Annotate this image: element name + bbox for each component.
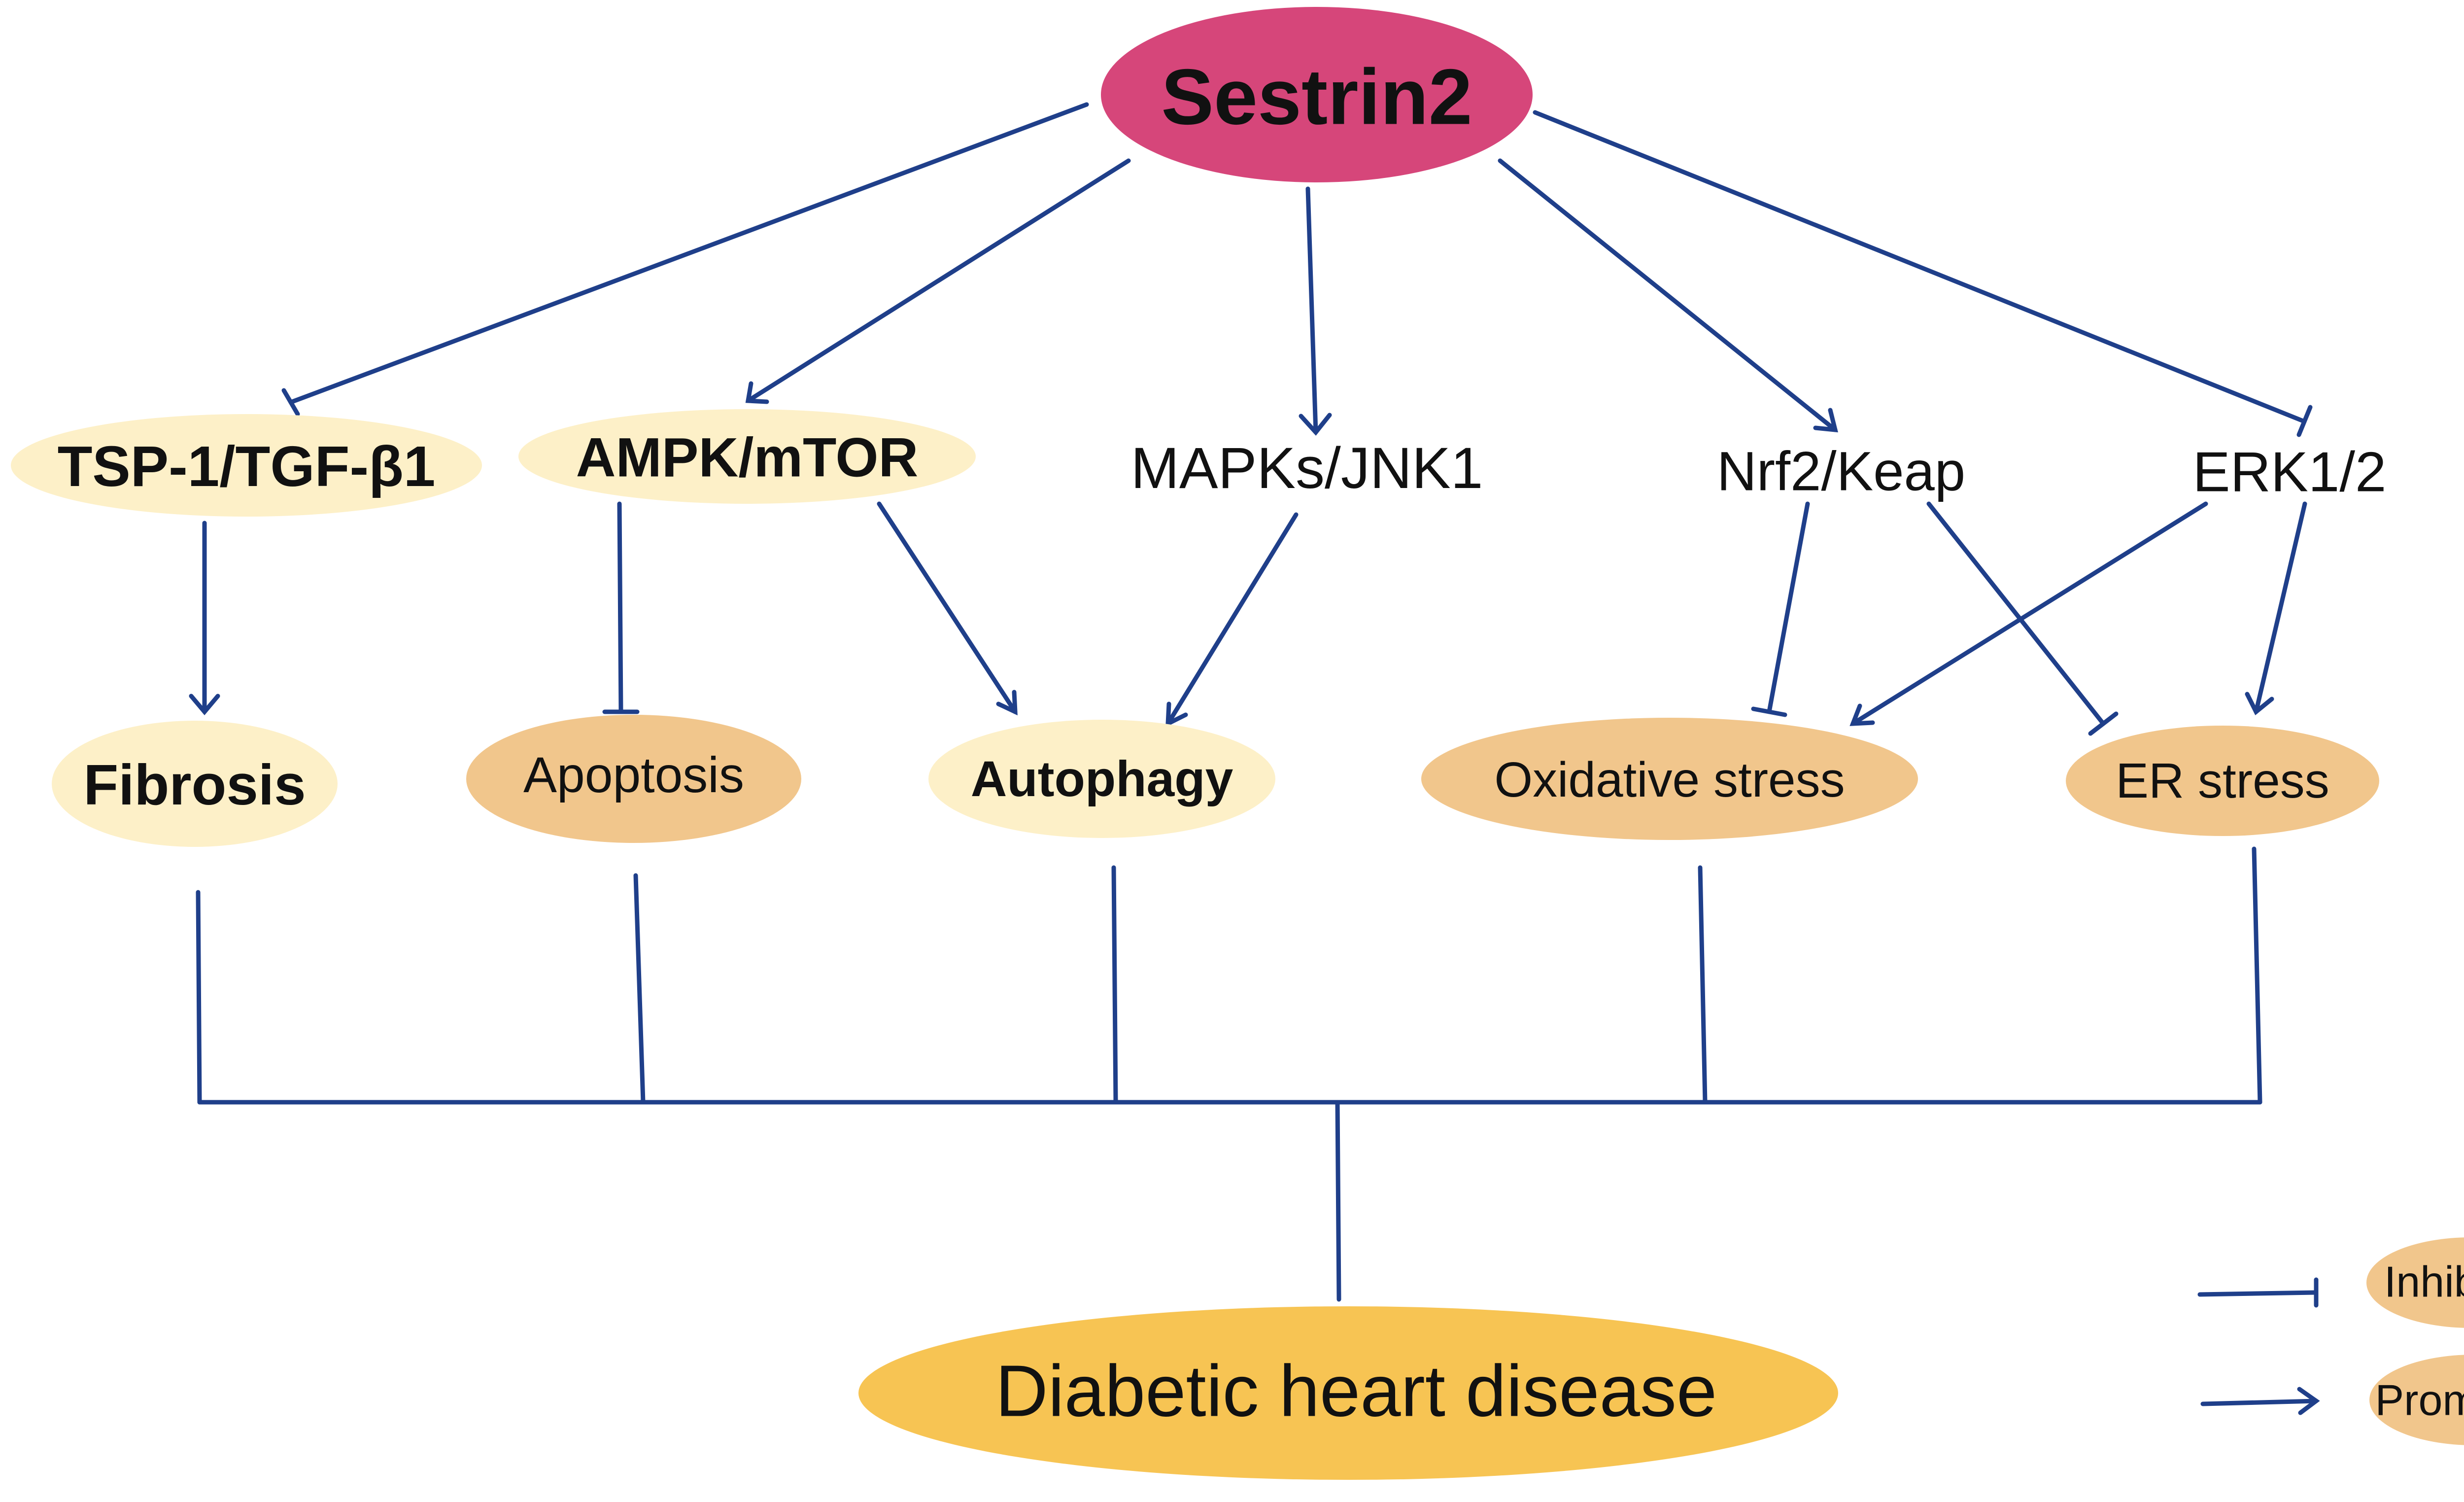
node-nrf2: Nrf2/Keap — [1717, 441, 1965, 502]
node-disease-label: Diabetic heart disease — [995, 1351, 1717, 1432]
legend-promotion-symbol — [2200, 1398, 2319, 1406]
node-mapk-label: MAPKs/JNK1 — [1131, 436, 1483, 501]
legend-inhibition-label: Inhibition — [2384, 1257, 2464, 1306]
legend-promotion: Promotion — [2200, 1355, 2464, 1445]
edge-ampk-to-autophagy — [877, 501, 1018, 716]
node-disease-shape — [858, 1306, 1838, 1480]
legend-inhibition: Inhibition — [2197, 1237, 2464, 1328]
node-oxidative-stress-label: Oxidative stress — [1494, 752, 1845, 807]
node-diabetic-heart-disease: Diabetic heart disease — [858, 1306, 1838, 1480]
node-autophagy-label: Autophagy — [971, 751, 1233, 807]
node-fibrosis: Fibrosis — [52, 721, 338, 847]
legend-promotion-label: Promotion — [2375, 1376, 2464, 1425]
node-ampk-shape — [518, 409, 976, 504]
edge-nrf2-to-er-stress — [1926, 501, 2119, 736]
edge-ampk-to-apoptosis — [602, 501, 640, 714]
node-sestrin2: Sestrin2 — [1101, 7, 1533, 182]
edge-mapk-to-autophagy — [1165, 512, 1299, 728]
node-apoptosis-label: Apoptosis — [523, 747, 744, 803]
node-fibrosis-shape — [52, 721, 338, 847]
node-apoptosis-shape — [466, 715, 801, 843]
node-tsp: TSP-1/TGF-β1 — [11, 414, 482, 517]
node-oxidative-stress-shape — [1421, 718, 1918, 840]
node-apoptosis: Apoptosis — [466, 715, 801, 843]
edge-erk-to-er-stress — [2245, 501, 2307, 716]
node-oxidative-stress: Oxidative stress — [1421, 718, 1918, 840]
edge-sestrin-to-mapk — [1299, 186, 1332, 436]
edge-sestrin-to-erk — [1533, 110, 2313, 437]
legend-inhibition-shape — [2366, 1237, 2464, 1328]
edge-sestrin-to-ampk — [745, 158, 1131, 404]
legend-inhibition-symbol — [2197, 1290, 2319, 1297]
edge-sestrin-to-tsp — [281, 102, 1089, 417]
node-fibrosis-label: Fibrosis — [83, 753, 306, 817]
edge-tsp-to-fibrosis — [189, 521, 220, 715]
node-sestrin2-shape — [1101, 7, 1533, 182]
node-erk: ERK1/2 — [2193, 441, 2387, 504]
node-sestrin2-label: Sestrin2 — [1161, 53, 1472, 141]
node-erk-label: ERK1/2 — [2193, 441, 2387, 504]
node-er-stress-shape — [2066, 726, 2379, 836]
node-tsp-shape — [11, 414, 482, 517]
node-er-stress-label: ER stress — [2116, 753, 2329, 808]
convergence-bracket — [196, 846, 2262, 1302]
edge-nrf2-to-oxidative — [1751, 501, 1810, 717]
node-ampk-label: AMPK/mTOR — [576, 427, 919, 489]
edge-sestrin-to-nrf2 — [1498, 158, 1838, 433]
node-nrf2-label: Nrf2/Keap — [1717, 441, 1965, 502]
node-ampk: AMPK/mTOR — [518, 409, 976, 504]
node-tsp-label: TSP-1/TGF-β1 — [58, 434, 436, 498]
node-mapk: MAPKs/JNK1 — [1131, 436, 1483, 501]
node-autophagy-shape — [928, 720, 1275, 838]
edge-erk-to-oxidative — [1849, 501, 2208, 726]
legend: Inhibition Promotion — [2197, 1237, 2464, 1445]
node-autophagy: Autophagy — [928, 720, 1275, 838]
legend-promotion-shape — [2369, 1355, 2464, 1445]
node-er-stress: ER stress — [2066, 726, 2379, 836]
